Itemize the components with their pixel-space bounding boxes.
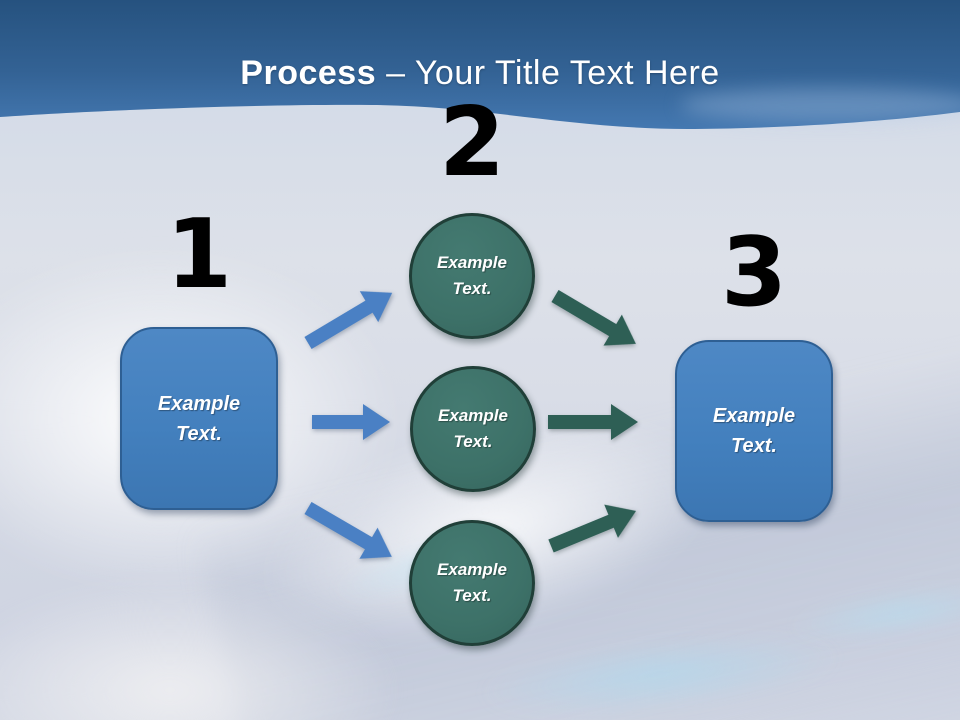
process-box-step3: Example Text. [675, 340, 833, 522]
process-circle-label: Example Text. [437, 252, 507, 298]
process-circle-label: Example Text. [437, 559, 507, 605]
process-box-label: Example Text. [712, 405, 796, 457]
process-box-label: Example Text. [157, 392, 241, 445]
arrow-right-icon [548, 404, 638, 440]
process-circle-bottom: Example Text. [409, 520, 535, 646]
arrow-right-icon [312, 404, 390, 440]
header-wave-band [0, 0, 960, 130]
header-wave-shape [0, 0, 960, 130]
process-circle-middle: Example Text. [410, 366, 536, 492]
arrow-down-right-icon [304, 501, 392, 559]
process-box-step1: Example Text. [120, 327, 278, 510]
header-wave-highlight [680, 88, 960, 122]
step-number-3: 3 [720, 218, 788, 328]
process-circle-top: Example Text. [409, 213, 535, 339]
arrow-down-right-icon [551, 289, 636, 346]
step-number-2: 2 [438, 88, 506, 198]
slide-title-text: – Your Title Text Here [386, 54, 720, 92]
arrow-up-right-icon [304, 291, 393, 350]
slide-title-keyword: Process [240, 54, 377, 92]
process-circle-label: Example Text. [438, 405, 508, 451]
slide-title: Process– Your Title Text Here [0, 54, 960, 93]
arrow-up-right-icon [548, 504, 637, 553]
step-number-1: 1 [165, 200, 233, 310]
